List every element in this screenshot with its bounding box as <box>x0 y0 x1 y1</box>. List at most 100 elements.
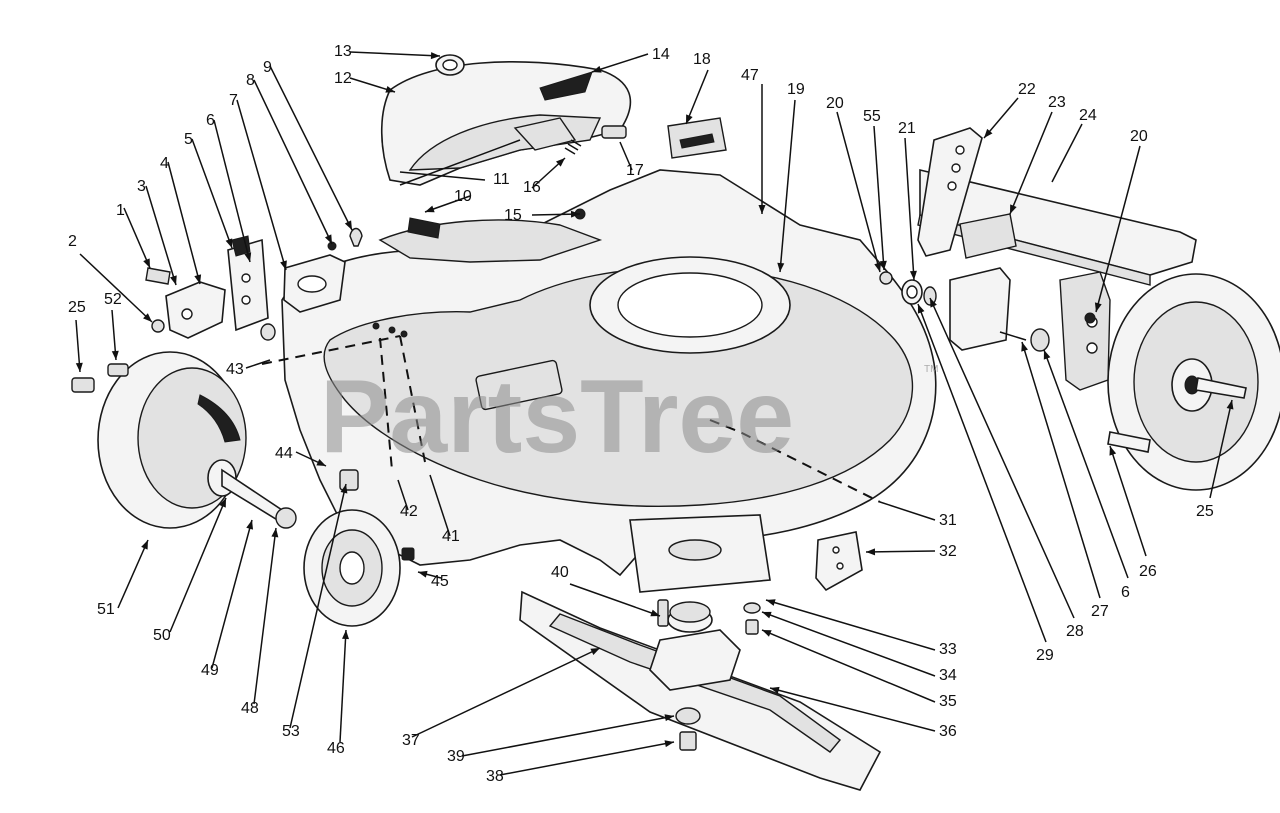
leader-arrowhead <box>866 548 876 556</box>
leader-arrowhead <box>650 609 660 617</box>
callout-25a: 25 <box>68 299 86 316</box>
front-hubcap <box>303 469 415 627</box>
leader-line <box>399 171 486 181</box>
leader-arrowhead <box>194 274 202 284</box>
callout-36: 36 <box>939 723 957 740</box>
callout-15: 15 <box>504 207 522 224</box>
leader-line <box>591 53 649 73</box>
leader-arrowhead <box>777 262 785 272</box>
leader-line <box>873 125 885 271</box>
callout-19: 19 <box>787 81 805 98</box>
leader-line <box>917 303 1047 643</box>
leader-line <box>1051 123 1083 183</box>
callout-16: 16 <box>523 179 541 196</box>
leader-line <box>269 65 353 231</box>
callout-53: 53 <box>282 723 300 740</box>
hinge-rod <box>399 139 521 186</box>
leader-line <box>761 611 936 677</box>
leader-arrowhead <box>324 234 332 244</box>
leader-line <box>429 474 451 537</box>
leader-line <box>1209 399 1233 499</box>
leader-arrowhead <box>879 260 887 270</box>
leader-line <box>929 297 1075 619</box>
callout-26: 26 <box>1139 563 1157 580</box>
callout-38: 38 <box>486 768 504 785</box>
callout-31: 31 <box>939 512 957 529</box>
callout-35: 35 <box>939 693 957 710</box>
leader-line <box>461 715 675 757</box>
leader-line <box>167 161 201 285</box>
leader-line <box>213 119 251 263</box>
leader-arrowhead <box>244 252 252 262</box>
callout-21: 21 <box>898 120 916 137</box>
leader-line <box>761 629 936 703</box>
callout-29: 29 <box>1036 647 1054 664</box>
callout-52: 52 <box>104 291 122 308</box>
callout-20b: 20 <box>1130 128 1148 145</box>
callout-8: 8 <box>246 72 255 89</box>
callout-6b: 6 <box>1121 584 1130 601</box>
leader-arrowhead <box>385 85 395 93</box>
callout-48: 48 <box>241 700 259 717</box>
callout-1: 1 <box>116 202 125 219</box>
callout-50: 50 <box>153 627 171 644</box>
leader-line <box>619 141 633 171</box>
leader-arrowhead <box>930 298 937 308</box>
leader-arrowhead <box>917 304 925 314</box>
leader-arrowhead <box>430 52 440 60</box>
callout-11: 11 <box>493 171 510 188</box>
leader-line <box>499 741 675 776</box>
leader-arrowhead <box>1021 342 1028 352</box>
leader-arrowhead <box>111 350 119 360</box>
callout-22: 22 <box>1018 81 1036 98</box>
leader-arrowhead <box>344 220 352 230</box>
callout-13: 13 <box>334 43 352 60</box>
leader-arrowhead <box>271 528 279 538</box>
deck-hardware <box>372 117 727 338</box>
leader-line <box>1009 111 1053 215</box>
leader-arrowhead <box>1094 302 1102 312</box>
leader-arrowhead <box>909 270 917 280</box>
leader-line <box>685 69 709 125</box>
callout-24: 24 <box>1079 107 1097 124</box>
callout-46: 46 <box>327 740 345 757</box>
leader-arrowhead <box>770 686 780 694</box>
callout-labels: 1 2 3 4 5 6 7 8 9 10 11 12 13 14 15 16 1… <box>68 43 1214 785</box>
leader-arrowhead <box>762 630 772 637</box>
leader-arrowhead <box>766 599 776 606</box>
callout-18: 18 <box>693 51 711 68</box>
callout-37: 37 <box>402 732 420 749</box>
callout-55: 55 <box>863 108 881 125</box>
leader-arrowhead <box>590 648 600 656</box>
leader-arrowhead <box>664 740 674 748</box>
callout-44: 44 <box>275 445 293 462</box>
leader-arrowhead <box>592 65 602 73</box>
callout-9: 9 <box>263 59 272 76</box>
callout-42: 42 <box>400 503 418 520</box>
leader-line <box>253 527 277 705</box>
leader-line <box>79 253 153 323</box>
leader-line <box>117 539 149 609</box>
leader-line <box>289 483 347 729</box>
leader-line <box>769 687 936 732</box>
leader-arrowhead <box>280 260 287 270</box>
leader-line <box>211 519 253 669</box>
leader-arrowhead <box>342 630 350 640</box>
leader-arrowhead <box>664 714 674 722</box>
watermark-trademark: TM <box>924 364 938 375</box>
callout-14: 14 <box>652 46 670 63</box>
leader-arrowhead <box>874 262 882 272</box>
leader-arrowhead <box>762 611 772 619</box>
callout-28: 28 <box>1066 623 1084 640</box>
leader-line <box>904 137 915 281</box>
leader-arrowhead <box>170 275 177 285</box>
leader-arrowhead <box>225 238 233 248</box>
leader-arrowhead <box>316 459 326 466</box>
leader-line <box>836 111 881 273</box>
leader-line <box>253 79 333 245</box>
callout-45: 45 <box>431 573 449 590</box>
leader-line <box>145 185 177 286</box>
callout-49: 49 <box>201 662 219 679</box>
height-adjuster-left <box>145 227 363 341</box>
